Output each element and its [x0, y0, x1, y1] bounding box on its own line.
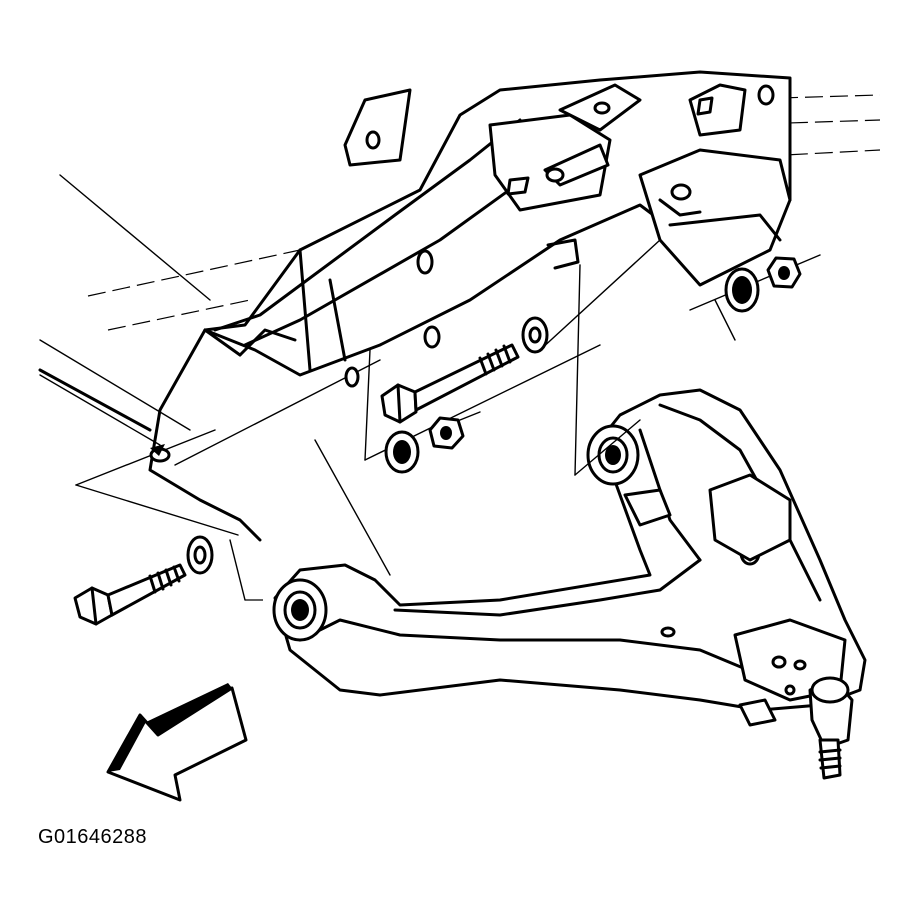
rear-cam-nut: [724, 267, 760, 313]
rear-pivot-bolt: [380, 343, 520, 424]
upper-bracket: [343, 83, 792, 287]
lower-control-arm: [273, 388, 867, 712]
front-bushing: [272, 578, 328, 642]
direction-arrow: [106, 683, 248, 802]
figure-id-label: G01646288: [38, 826, 148, 848]
guide-lines: [229, 239, 821, 601]
front-nut: [428, 416, 465, 450]
rear-washer: [521, 316, 549, 354]
front-washer: [186, 535, 214, 575]
ball-joint: [738, 676, 854, 780]
rear-nut: [766, 256, 802, 289]
rear-bushing: [586, 424, 640, 486]
front-cam-nut: [384, 430, 420, 474]
front-pivot-bolt: [73, 563, 187, 626]
